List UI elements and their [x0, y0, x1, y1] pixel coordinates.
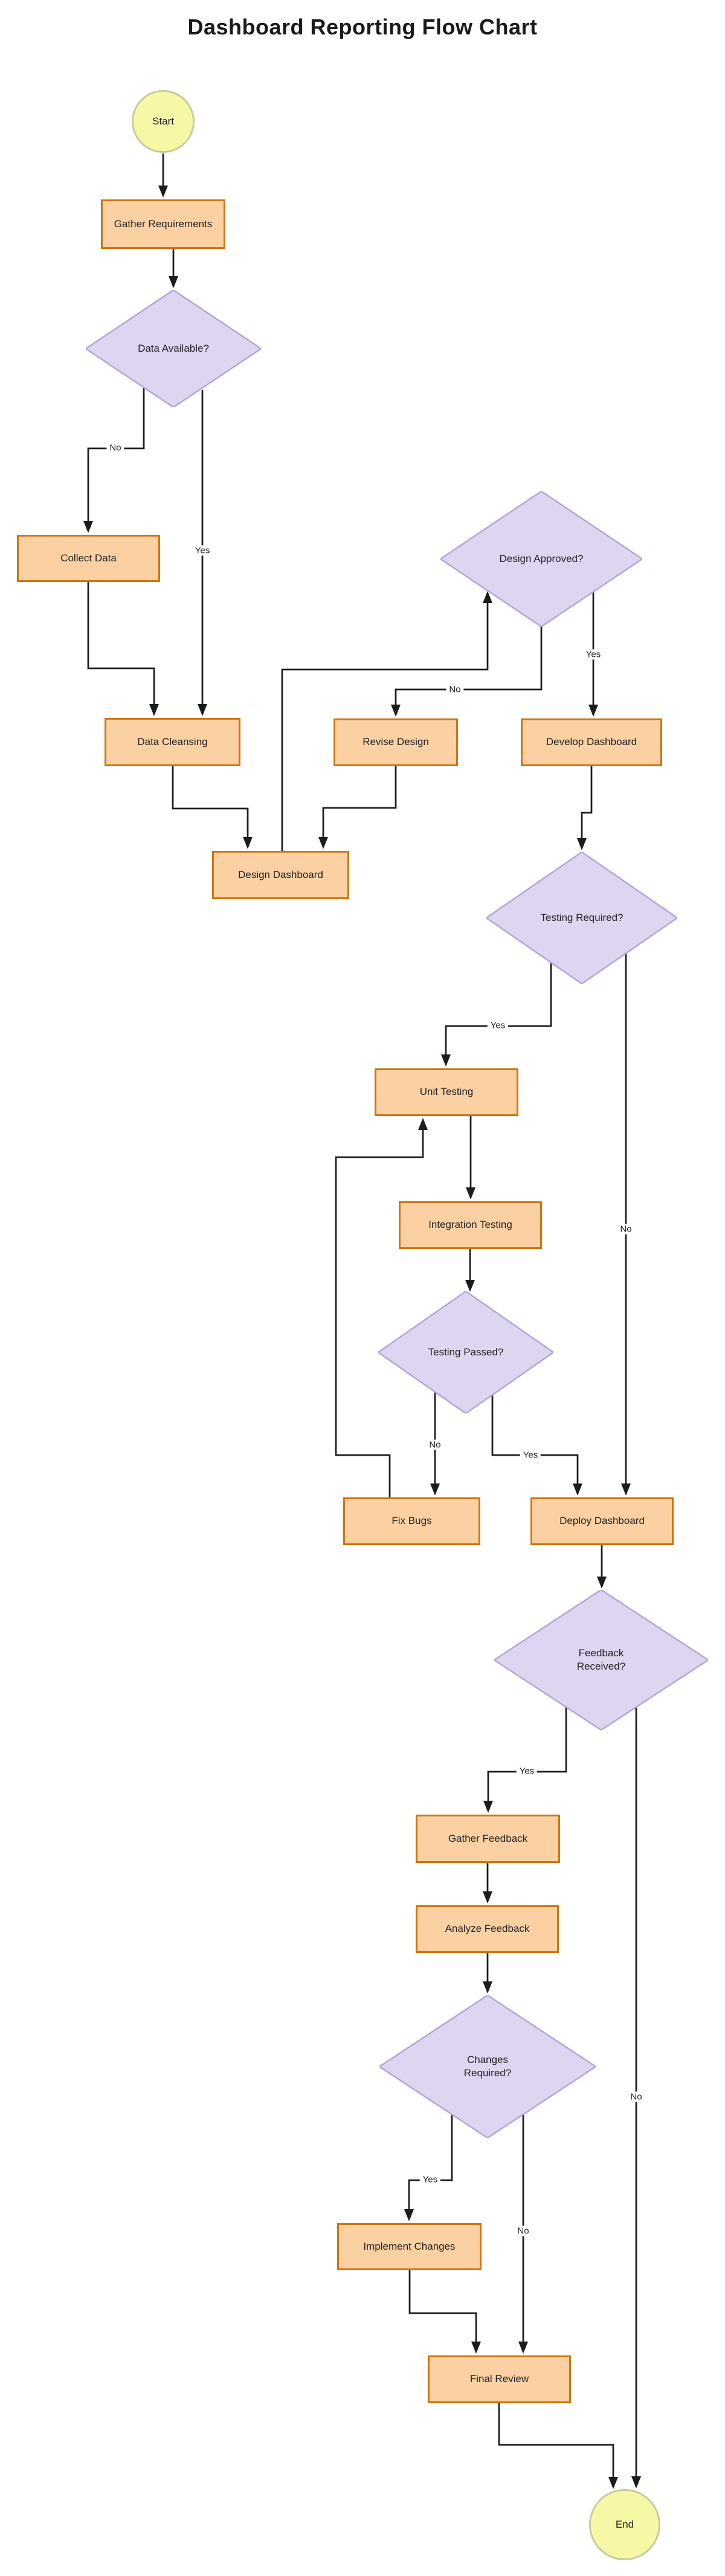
node-implement-changes: Implement Changes: [337, 2223, 482, 2270]
edge-data-cleansing-to-design-dashboard: [172, 766, 253, 849]
edge-label-design-approved-no: No: [446, 684, 464, 695]
node-develop-dashboard: Develop Dashboard: [521, 718, 662, 766]
edge-label-changes-required-no: No: [514, 2226, 532, 2236]
node-changes-required: Changes Required?: [379, 1995, 596, 2138]
edge-implement-changes-to-final-review: [408, 2270, 481, 2354]
node-design-dashboard: Design Dashboard: [212, 851, 349, 899]
node-design-approved-label: Design Approved?: [499, 552, 584, 564]
edge-label-feedback-received-no: No: [627, 2091, 645, 2102]
node-data-cleansing-label: Data Cleansing: [137, 735, 208, 747]
node-revise-design: Revise Design: [334, 718, 458, 766]
edge-label-data-available-yes: Yes: [192, 545, 213, 556]
node-gather-requirements-label: Gather Requirements: [114, 218, 213, 230]
node-testing-required: Testing Required?: [486, 852, 677, 984]
node-gather-feedback-label: Gather Feedback: [448, 1832, 528, 1844]
edge-final-review-to-end: [498, 2403, 618, 2489]
node-start: Start: [132, 90, 195, 153]
node-implement-changes-label: Implement Changes: [363, 2240, 456, 2252]
edge-label-testing-required-yes: Yes: [487, 1020, 509, 1031]
node-feedback-received-label: Feedback Received?: [576, 1647, 626, 1672]
node-unit-testing: Unit Testing: [375, 1068, 518, 1116]
node-final-review-label: Final Review: [469, 2373, 529, 2385]
node-data-available-label: Data Available?: [138, 342, 209, 354]
node-gather-requirements: Gather Requirements: [101, 199, 225, 249]
decision-shape: [494, 1590, 708, 1730]
node-start-label: Start: [152, 115, 174, 127]
node-integration-testing-label: Integration Testing: [428, 1219, 512, 1231]
node-testing-passed: Testing Passed?: [378, 1291, 553, 1413]
edge-revise-design-to-design-dashboard: [318, 766, 397, 849]
decision-shape: [86, 290, 261, 407]
edge-label-data-available-no: No: [106, 442, 124, 453]
node-end-label: End: [615, 2518, 634, 2530]
edge-design-dashboard-to-design-approved: [281, 591, 492, 851]
node-gather-feedback: Gather Feedback: [416, 1815, 560, 1863]
node-revise-design-label: Revise Design: [362, 736, 429, 748]
edge-label-testing-required-no: No: [617, 1224, 635, 1235]
node-final-review: Final Review: [428, 2355, 571, 2403]
edge-label-testing-passed-no: No: [426, 1439, 444, 1450]
edge-label-changes-required-yes: Yes: [419, 2174, 441, 2185]
edge-collect-data-to-data-cleansing: [87, 582, 159, 716]
chart-title: Dashboard Reporting Flow Chart: [187, 15, 538, 39]
edge-design-approved-no-to-revise-design: [391, 627, 543, 717]
decision-shape: [378, 1291, 553, 1413]
edge-data-available-no-to-collect-data: [83, 387, 145, 533]
decision-shape: [486, 852, 677, 984]
edge-label-testing-passed-yes: Yes: [520, 1450, 541, 1461]
node-fix-bugs: Fix Bugs: [343, 1497, 480, 1545]
node-analyze-feedback: Analyze Feedback: [416, 1905, 559, 1953]
node-collect-data-label: Collect Data: [60, 552, 117, 564]
node-collect-data: Collect Data: [17, 535, 160, 582]
node-integration-testing: Integration Testing: [399, 1201, 542, 1249]
decision-shape: [440, 491, 642, 627]
node-testing-passed-label: Testing Passed?: [428, 1346, 504, 1358]
decision-shape: [379, 1995, 596, 2138]
node-develop-dashboard-label: Develop Dashboard: [546, 736, 637, 748]
node-design-dashboard-label: Design Dashboard: [238, 868, 323, 880]
edge-fix-bugs-to-unit-testing: [335, 1118, 428, 1497]
node-end: End: [589, 2489, 660, 2560]
node-design-approved: Design Approved?: [440, 491, 642, 627]
edge-label-design-approved-yes: Yes: [582, 649, 604, 660]
edge-label-feedback-received-yes: Yes: [516, 1766, 538, 1777]
node-feedback-received: Feedback Received?: [494, 1590, 708, 1730]
node-data-available: Data Available?: [86, 290, 261, 407]
node-testing-required-label: Testing Required?: [540, 911, 624, 923]
node-deploy-dashboard: Deploy Dashboard: [530, 1497, 674, 1545]
node-data-cleansing: Data Cleansing: [105, 718, 240, 766]
node-analyze-feedback-label: Analyze Feedback: [445, 1923, 530, 1935]
node-changes-required-label: Changes Required?: [463, 2053, 512, 2079]
node-deploy-dashboard-label: Deploy Dashboard: [559, 1515, 645, 1527]
node-unit-testing-label: Unit Testing: [419, 1086, 474, 1098]
edge-develop-dashboard-to-testing-required: [577, 766, 593, 850]
node-fix-bugs-label: Fix Bugs: [392, 1515, 432, 1527]
